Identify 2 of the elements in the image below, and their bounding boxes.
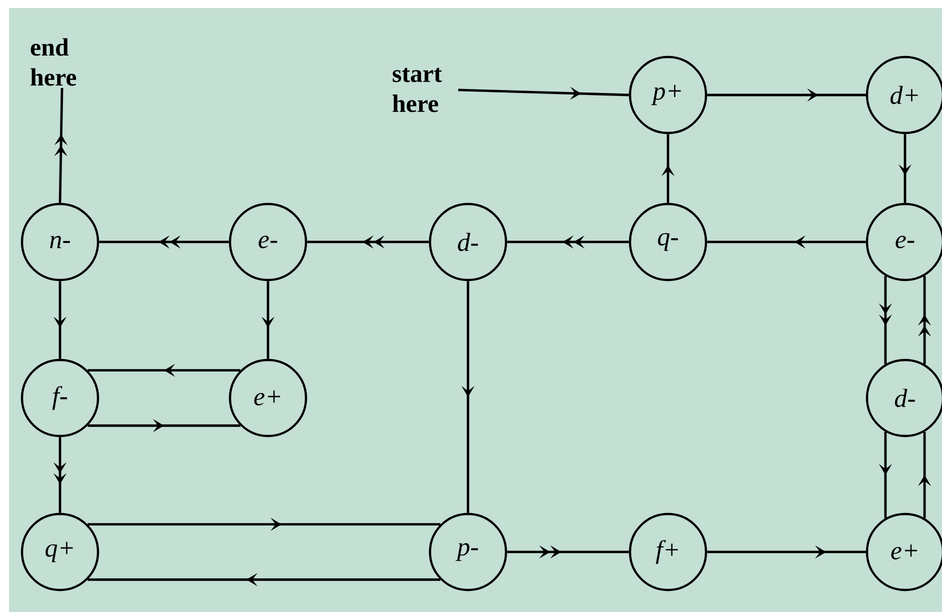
text-label: end here bbox=[30, 38, 76, 86]
text-label: start here bbox=[392, 68, 442, 112]
